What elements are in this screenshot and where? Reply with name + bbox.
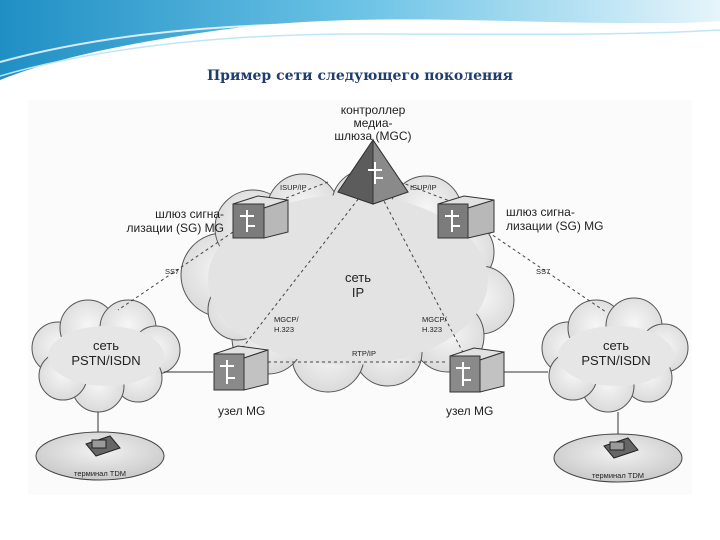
mgcp-right-line1: MGCP/ [422, 315, 448, 324]
tdm-terminal-left [35, 431, 165, 481]
header-banner [0, 0, 720, 80]
sg-right-label-line2: лизации (SG) MG [506, 219, 604, 233]
sg-left-label-line1: шлюз сигна- [155, 207, 224, 221]
mgc-controller-icon [337, 138, 409, 205]
sg-gateway-right-icon [437, 195, 495, 239]
ss7-right-label: SS7 [536, 267, 550, 276]
telephone-right-icon [603, 437, 639, 459]
core-label-line2: IP [352, 285, 364, 300]
pstn-left-label-line1: сеть [93, 338, 119, 353]
mg-node-right-icon [449, 347, 505, 393]
mg-node-left-icon [213, 345, 269, 391]
terminal-right-label: терминал TDM [592, 471, 644, 480]
tdm-terminal-right [553, 433, 683, 483]
ngn-network-diagram: контроллер медиа- шлюза (MGC) ISUP/IP IS… [28, 100, 692, 495]
core-label-line1: сеть [345, 270, 371, 285]
mgcp-right-line2: H.323 [422, 325, 442, 334]
ss7-left-label: SS7 [165, 267, 179, 276]
rtp-label: RTP/IP [352, 349, 376, 358]
slide-title: Пример сети следующего поколения [206, 68, 514, 84]
terminal-left-label: терминал TDM [74, 469, 126, 478]
trunk-links [97, 371, 619, 438]
pstn-right-label-line2: PSTN/ISDN [581, 353, 650, 368]
telephone-left-icon [85, 435, 121, 457]
pstn-right-label-line1: сеть [603, 338, 629, 353]
pstn-left-label-line2: PSTN/ISDN [71, 353, 140, 368]
mgcp-left-line2: H.323 [274, 325, 294, 334]
mgc-label-line2: медиа- [353, 116, 392, 130]
node-right-label: узел MG [446, 404, 493, 418]
sg-left-label-line2: лизации (SG) MG [127, 221, 225, 235]
node-left-label: узел MG [218, 404, 265, 418]
isup-left-label: ISUP/IP [280, 183, 307, 192]
mgcp-left-line1: MGCP/ [274, 315, 300, 324]
sg-gateway-left-icon [232, 195, 289, 239]
sg-right-label-line1: шлюз сигна- [506, 205, 575, 219]
mgc-label-line3: шлюза (MGC) [334, 129, 411, 143]
isup-right-label: ISUP/IP [410, 183, 437, 192]
mgc-label-line1: контроллер [341, 103, 406, 117]
